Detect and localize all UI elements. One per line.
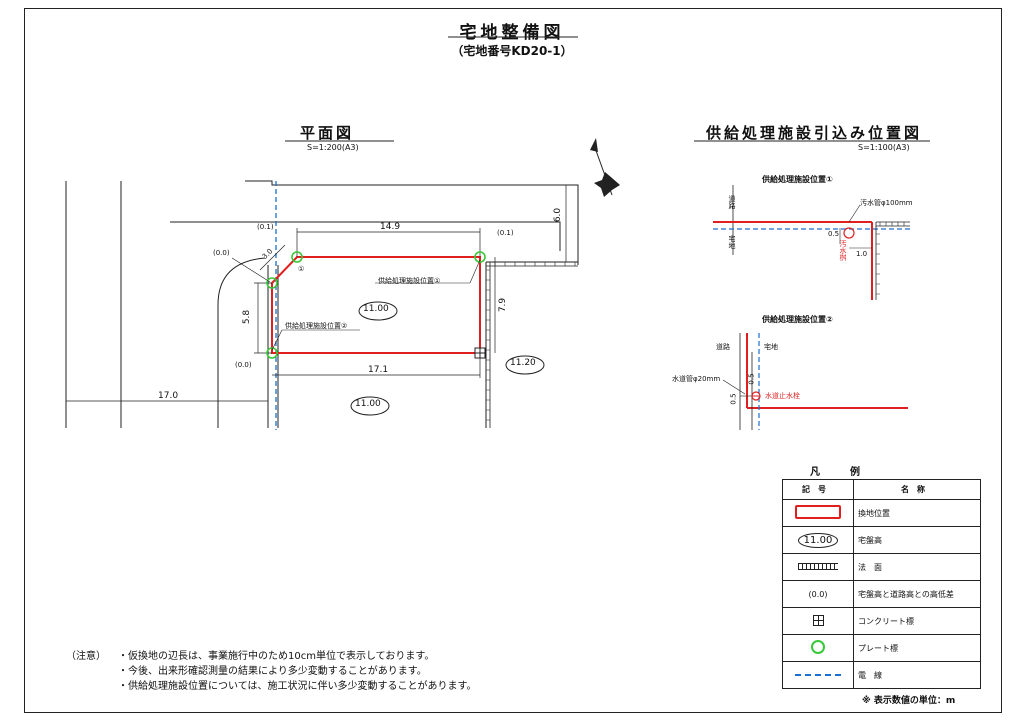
detail1-manhole: 汚水桝 [839, 240, 847, 261]
note-item-2: ・今後、出来形確認測量の結果により多少変動することがあります。 [118, 666, 427, 677]
diff-bottomleft: (0.0) [235, 361, 252, 369]
concrete-mark [474, 347, 486, 359]
dim-road: 17.0 [158, 391, 179, 401]
legend-col-name: 名称 [853, 479, 981, 500]
drawing-subtitle: （宅地番号KD20-1） [451, 44, 573, 58]
height-diff-symbol: (0.0) [782, 580, 854, 608]
detail-heading: 供給処理施設引込み位置図 [706, 124, 923, 142]
diff-corner: (0.0) [213, 249, 230, 257]
plate-mark-icon [811, 640, 825, 654]
legend-name: プレート標 [853, 634, 981, 662]
legend-title: 凡 例 [810, 467, 870, 478]
plan-outlines [65, 180, 579, 428]
legend-name: 換地位置 [853, 499, 981, 527]
elev-right: 11.20 [510, 358, 536, 368]
detail2-lines [722, 333, 908, 430]
drawing-title: 宅地整備図 [459, 23, 565, 43]
elev-oval-lot [358, 301, 398, 321]
legend-row: コンクリート標 [782, 607, 981, 635]
dim-top-right: 6.0 [553, 207, 564, 223]
detail2-d1: 0.5 [729, 393, 738, 405]
legend-name: 宅盤高と道路高との高低差 [853, 580, 981, 608]
detail1-lines [713, 185, 910, 300]
legend-name: 電 線 [853, 661, 981, 689]
detail1-title: 供給処理施設位置① [762, 175, 833, 184]
plan-heading: 平面図 [300, 124, 355, 142]
slope-hatch [486, 262, 578, 428]
lot-position-symbol [795, 505, 841, 519]
unit-note: ※ 表示数値の単位：m [862, 696, 956, 706]
plan-scale: S=1:200(A3) [307, 143, 359, 152]
detail2-road: 道路 [716, 343, 730, 351]
legend-row: 換地位置 [782, 499, 981, 527]
detail-scale: S=1:100(A3) [858, 143, 910, 152]
dim-right: 7.9 [498, 297, 509, 313]
detail1-lot: 宅地 [728, 235, 736, 249]
legend-row: (0.0) 宅盤高と道路高との高低差 [782, 580, 981, 608]
supply-label-2: 供給処理施設位置② [285, 322, 348, 330]
detail1-road: 道路 [728, 195, 736, 209]
legend-row: プレート標 [782, 634, 981, 662]
detail1-pipe: 汚水管φ100mm [860, 199, 913, 207]
dimension-lines [66, 185, 567, 402]
electric-wire-symbol [795, 674, 841, 676]
notes-label: （注意） [66, 651, 106, 662]
elev-bottom: 11.00 [355, 399, 381, 409]
drawing-frame [24, 8, 1002, 713]
dim-bottom: 17.1 [368, 365, 389, 375]
dim-left: 5.8 [242, 309, 253, 325]
dim-top: 14.9 [380, 222, 401, 232]
marker-1: ① [298, 265, 305, 273]
detail2-d2: 0.5 [747, 373, 756, 385]
elev-oval-right [505, 355, 545, 375]
legend-header: 記号 名称 [782, 479, 981, 500]
diff-topright: (0.1) [497, 229, 514, 237]
lot-elevation-symbol: 11.00 [797, 532, 839, 548]
note-item-3: ・供給処理施設位置については、施工状況に伴い多少変動することがあります。 [118, 681, 477, 692]
detail2-pipe: 水道管φ20mm [672, 375, 721, 383]
elev-lot: 11.00 [363, 304, 389, 314]
legend-row: 法 面 [782, 553, 981, 581]
plate-marks [266, 251, 486, 359]
legend-name: 宅盤高 [853, 526, 981, 554]
legend-row: 電 線 [782, 661, 981, 689]
slope-symbol [798, 562, 838, 570]
leaders [231, 257, 481, 351]
supply-label-1: 供給処理施設位置① [378, 277, 441, 285]
detail2-valve: 水道止水栓 [765, 392, 800, 400]
legend-table: 記号 名称 換地位置 11.00 宅盤高 法 面 (0.0) 宅盤高と道路高との… [782, 479, 981, 689]
elev-oval-bottom [350, 396, 390, 416]
north-arrow-icon [590, 138, 620, 197]
legend-name: 法 面 [853, 553, 981, 581]
detail1-d1: 0.5 [828, 230, 840, 238]
diff-topleft: (0.1) [257, 223, 274, 231]
slope-ticks [486, 262, 576, 421]
lot-boundary [271, 256, 481, 354]
detail2-lot: 宅地 [764, 343, 778, 351]
detail2-title: 供給処理施設位置② [762, 315, 833, 324]
legend-col-symbol: 記号 [782, 479, 854, 500]
detail1-d2: 1.0 [856, 250, 868, 258]
concrete-mark-icon [812, 614, 824, 626]
note-item-1: ・仮換地の辺長は、事業施行中のため10cm単位で表示しております。 [118, 651, 435, 662]
legend-name: コンクリート標 [853, 607, 981, 635]
legend-row: 11.00 宅盤高 [782, 526, 981, 554]
